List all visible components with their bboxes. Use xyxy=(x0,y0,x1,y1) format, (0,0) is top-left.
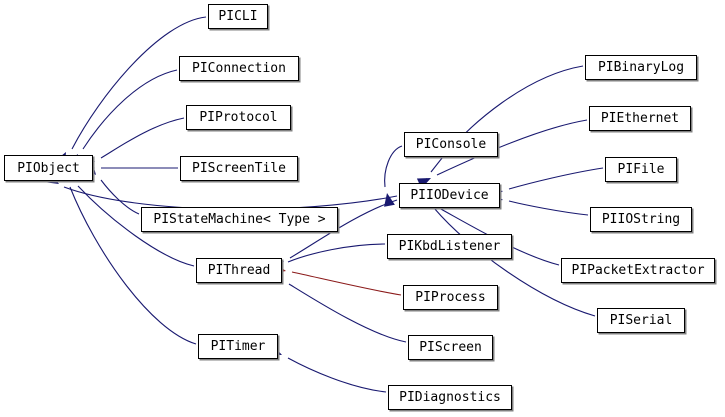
edge-e-pidiagnostics-pitimer xyxy=(287,357,387,393)
class-node-piprotocol[interactable]: PIProtocol xyxy=(186,105,291,130)
class-node-label: PITimer xyxy=(210,339,266,354)
class-node-pithread[interactable]: PIThread xyxy=(196,258,282,283)
class-node-label: PIDiagnostics xyxy=(399,390,501,405)
class-node-piscreen[interactable]: PIScreen xyxy=(408,335,493,360)
class-node-piiodevice[interactable]: PIIODevice xyxy=(399,183,500,208)
edge-e-piserial-piiodevice xyxy=(433,207,596,317)
class-node-label: PIObject xyxy=(17,160,80,176)
class-node-label: PICLI xyxy=(218,9,258,24)
class-node-pipacketextractor[interactable]: PIPacketExtractor xyxy=(561,258,715,283)
edge-e-piiodevice-piobject xyxy=(63,186,398,210)
class-node-label: PISerial xyxy=(609,313,673,328)
class-node-label: PIConnection xyxy=(192,61,286,76)
edge-e-piscreen-pithread xyxy=(288,283,407,343)
class-node-label: PIKbdListener xyxy=(398,239,501,254)
class-node-label: PIThread xyxy=(207,263,271,278)
class-node-label: PIIOString xyxy=(601,212,681,227)
edge-e-piprocess-pithread xyxy=(291,271,402,296)
class-node-piobject[interactable]: PIObject xyxy=(4,155,93,181)
edge-e-piiostring-piiodevice xyxy=(508,200,589,216)
class-node-pidiagnostics[interactable]: PIDiagnostics xyxy=(388,385,512,410)
class-node-piconsole[interactable]: PIConsole xyxy=(404,132,498,157)
edge-e-piconsole-piiodevice xyxy=(384,145,403,188)
edges-group xyxy=(63,16,604,393)
class-node-label: PIFile xyxy=(617,162,665,177)
edge-e-piethernet-piiodevice xyxy=(436,119,588,176)
class-node-pitimer[interactable]: PITimer xyxy=(198,334,278,359)
edge-e-piprotocol-piobject xyxy=(100,117,185,159)
edge-e-pithread-piobject xyxy=(77,185,195,267)
class-node-label: PIProtocol xyxy=(199,110,278,125)
class-node-label: PIScreenTile xyxy=(192,161,286,176)
edge-e-pifile-piiodevice xyxy=(508,167,604,190)
edge-e-picli-piobject xyxy=(71,16,207,150)
class-node-label: PIProcess xyxy=(415,290,486,305)
edge-e-pitimer-piobject xyxy=(69,186,197,345)
class-node-piiostring[interactable]: PIIOString xyxy=(590,207,692,232)
edge-e-pikbdlistener-pithread xyxy=(287,243,386,263)
class-node-piethernet[interactable]: PIEthernet xyxy=(589,106,691,131)
class-node-pifile[interactable]: PIFile xyxy=(605,157,677,182)
class-node-pistatemachine[interactable]: PIStateMachine< Type > xyxy=(141,207,338,232)
class-node-piscreentile[interactable]: PIScreenTile xyxy=(180,156,298,181)
class-node-picli[interactable]: PICLI xyxy=(208,4,268,29)
edge-e-piconnection-piobject xyxy=(82,69,178,150)
class-node-label: PIBinaryLog xyxy=(597,60,685,75)
class-node-label: PIIODevice xyxy=(410,188,489,203)
class-node-piserial[interactable]: PISerial xyxy=(597,308,685,333)
arrowhead-e-piconsole-piiodevice xyxy=(384,193,395,207)
class-node-piprocess[interactable]: PIProcess xyxy=(403,285,498,310)
class-node-label: PIScreen xyxy=(419,340,482,355)
class-node-label: PIStateMachine< Type > xyxy=(153,212,326,227)
class-node-label: PIEthernet xyxy=(600,111,680,126)
class-node-label: PIConsole xyxy=(415,137,487,152)
class-node-pibinarylog[interactable]: PIBinaryLog xyxy=(585,55,697,80)
edge-e-pistatemachine-piobject xyxy=(100,179,140,215)
class-node-label: PIPacketExtractor xyxy=(571,263,705,278)
class-node-piconnection[interactable]: PIConnection xyxy=(179,56,299,81)
class-node-pikbdlistener[interactable]: PIKbdListener xyxy=(387,234,512,259)
